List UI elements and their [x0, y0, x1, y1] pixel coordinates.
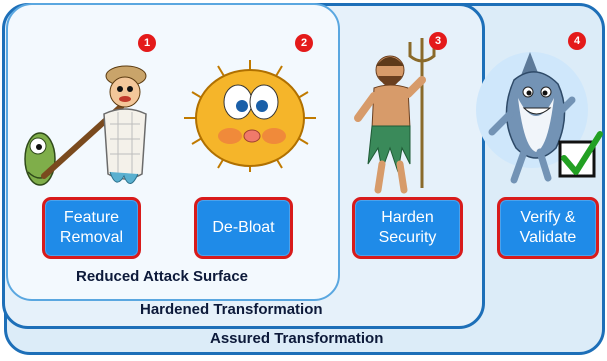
pufferfish-icon	[178, 56, 323, 176]
step-2-badge: 2	[295, 34, 313, 52]
step-4-badge: 4	[568, 32, 586, 50]
shark-checkmark-icon	[474, 44, 604, 194]
feature-removal-button[interactable]: Feature Removal	[42, 197, 141, 259]
step-3-badge: 3	[429, 32, 447, 50]
verify-validate-button[interactable]: Verify & Validate	[497, 197, 599, 259]
assured-transformation-label: Assured Transformation	[210, 330, 383, 347]
poseidon-icon	[348, 36, 463, 194]
reduced-attack-surface-label: Reduced Attack Surface	[76, 268, 248, 285]
de-bloat-button[interactable]: De-Bloat	[194, 197, 293, 259]
hardened-transformation-label: Hardened Transformation	[140, 301, 323, 318]
harden-security-button[interactable]: Harden Security	[352, 197, 463, 259]
step-1-badge: 1	[138, 34, 156, 52]
fishermen-icon	[18, 44, 158, 194]
